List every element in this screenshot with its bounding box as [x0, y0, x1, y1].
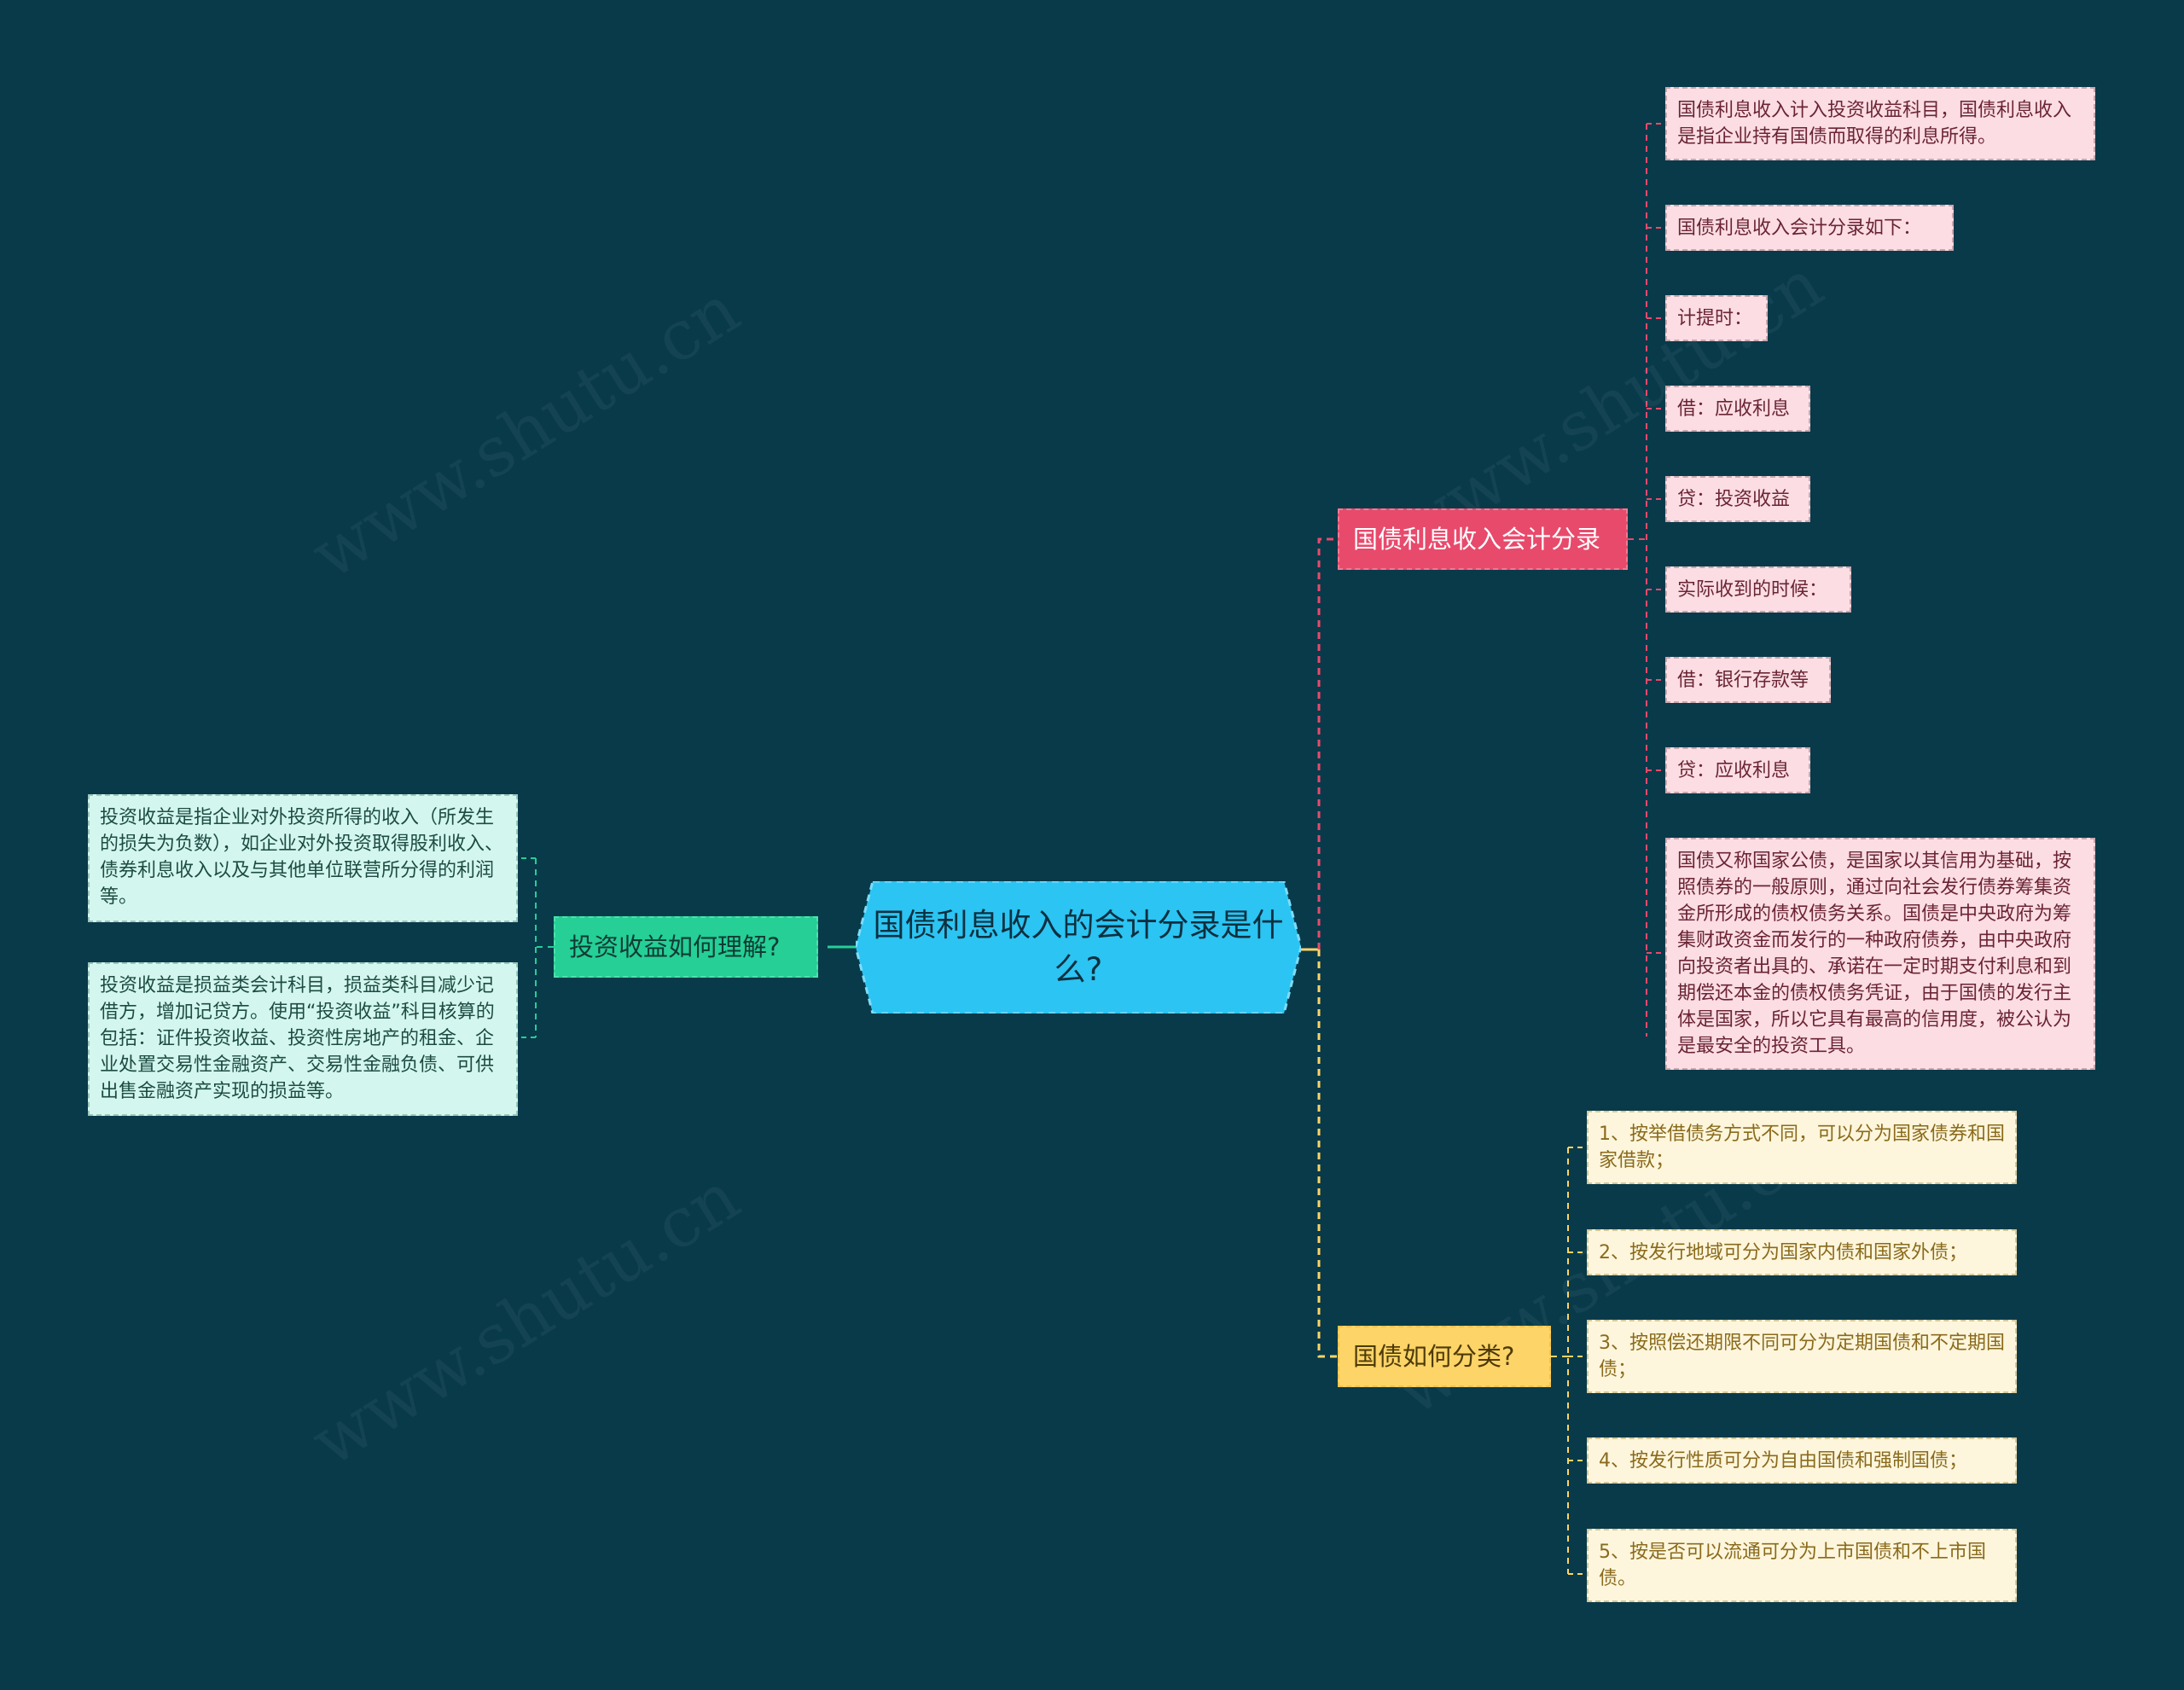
connector-mint-spine: [535, 858, 554, 1037]
branch-accounting[interactable]: 国债利息收入会计分录: [1338, 508, 1628, 570]
accounting-leaf-7[interactable]: 借：银行存款等: [1665, 657, 1831, 703]
root-node-shape: [856, 881, 1301, 1013]
classification-leaf-4[interactable]: 4、按发行性质可分为自由国债和强制国债；: [1587, 1437, 2017, 1484]
branch-classification[interactable]: 国债如何分类?: [1338, 1326, 1551, 1387]
classification-leaf-1[interactable]: 1、按举借债务方式不同，可以分为国家债券和国家借款；: [1587, 1111, 2017, 1184]
branch-investment-label: 投资收益如何理解?: [569, 932, 781, 961]
accounting-leaf-9[interactable]: 国债又称国家公债，是国家以其信用为基础，按照债券的一般原则，通过向社会发行债券筹…: [1665, 838, 2095, 1070]
accounting-leaf-3[interactable]: 计提时：: [1665, 295, 1768, 341]
branch-accounting-label: 国债利息收入会计分录: [1353, 525, 1601, 554]
watermark-text: www.shutu.cn: [297, 1156, 753, 1483]
branch-classification-label: 国债如何分类?: [1353, 1342, 1515, 1371]
classification-leaf-3[interactable]: 3、按照偿还期限不同可分为定期国债和不定期国债；: [1587, 1320, 2017, 1393]
classification-leaf-5[interactable]: 5、按是否可以流通可分为上市国债和不上市国债。: [1587, 1529, 2017, 1602]
accounting-leaf-4[interactable]: 借：应收利息: [1665, 386, 1810, 432]
investment-leaf-1[interactable]: 投资收益是指企业对外投资所得的收入（所发生的损失为负数），如企业对外投资取得股利…: [88, 794, 518, 922]
branch-investment[interactable]: 投资收益如何理解?: [554, 916, 818, 978]
accounting-leaf-2[interactable]: 国债利息收入会计分录如下：: [1665, 205, 1954, 251]
connector-gold-spine: [1551, 1147, 1569, 1574]
accounting-leaf-1[interactable]: 国债利息收入计入投资收益科目，国债利息收入是指企业持有国债而取得的利息所得。: [1665, 87, 2095, 160]
root-node-label: 国债利息收入的会计分录是什么?: [873, 906, 1284, 988]
connector-trunk-gold: [1317, 950, 1338, 1358]
accounting-leaf-6[interactable]: 实际收到的时候：: [1665, 566, 1851, 613]
root-node[interactable]: 国债利息收入的会计分录是什么?: [856, 881, 1301, 1013]
accounting-leaf-8[interactable]: 贷：应收利息: [1665, 747, 1810, 793]
connector-pink-spine: [1628, 124, 1647, 1037]
watermark-text: www.shutu.cn: [297, 269, 753, 595]
investment-leaf-2[interactable]: 投资收益是损益类会计科目，损益类科目减少记借方，增加记贷方。使用“投资收益”科目…: [88, 962, 518, 1116]
connector-trunk-pink: [1317, 537, 1338, 950]
accounting-leaf-5[interactable]: 贷：投资收益: [1665, 476, 1810, 522]
classification-leaf-2[interactable]: 2、按发行地域可分为国家内债和国家外债；: [1587, 1229, 2017, 1275]
